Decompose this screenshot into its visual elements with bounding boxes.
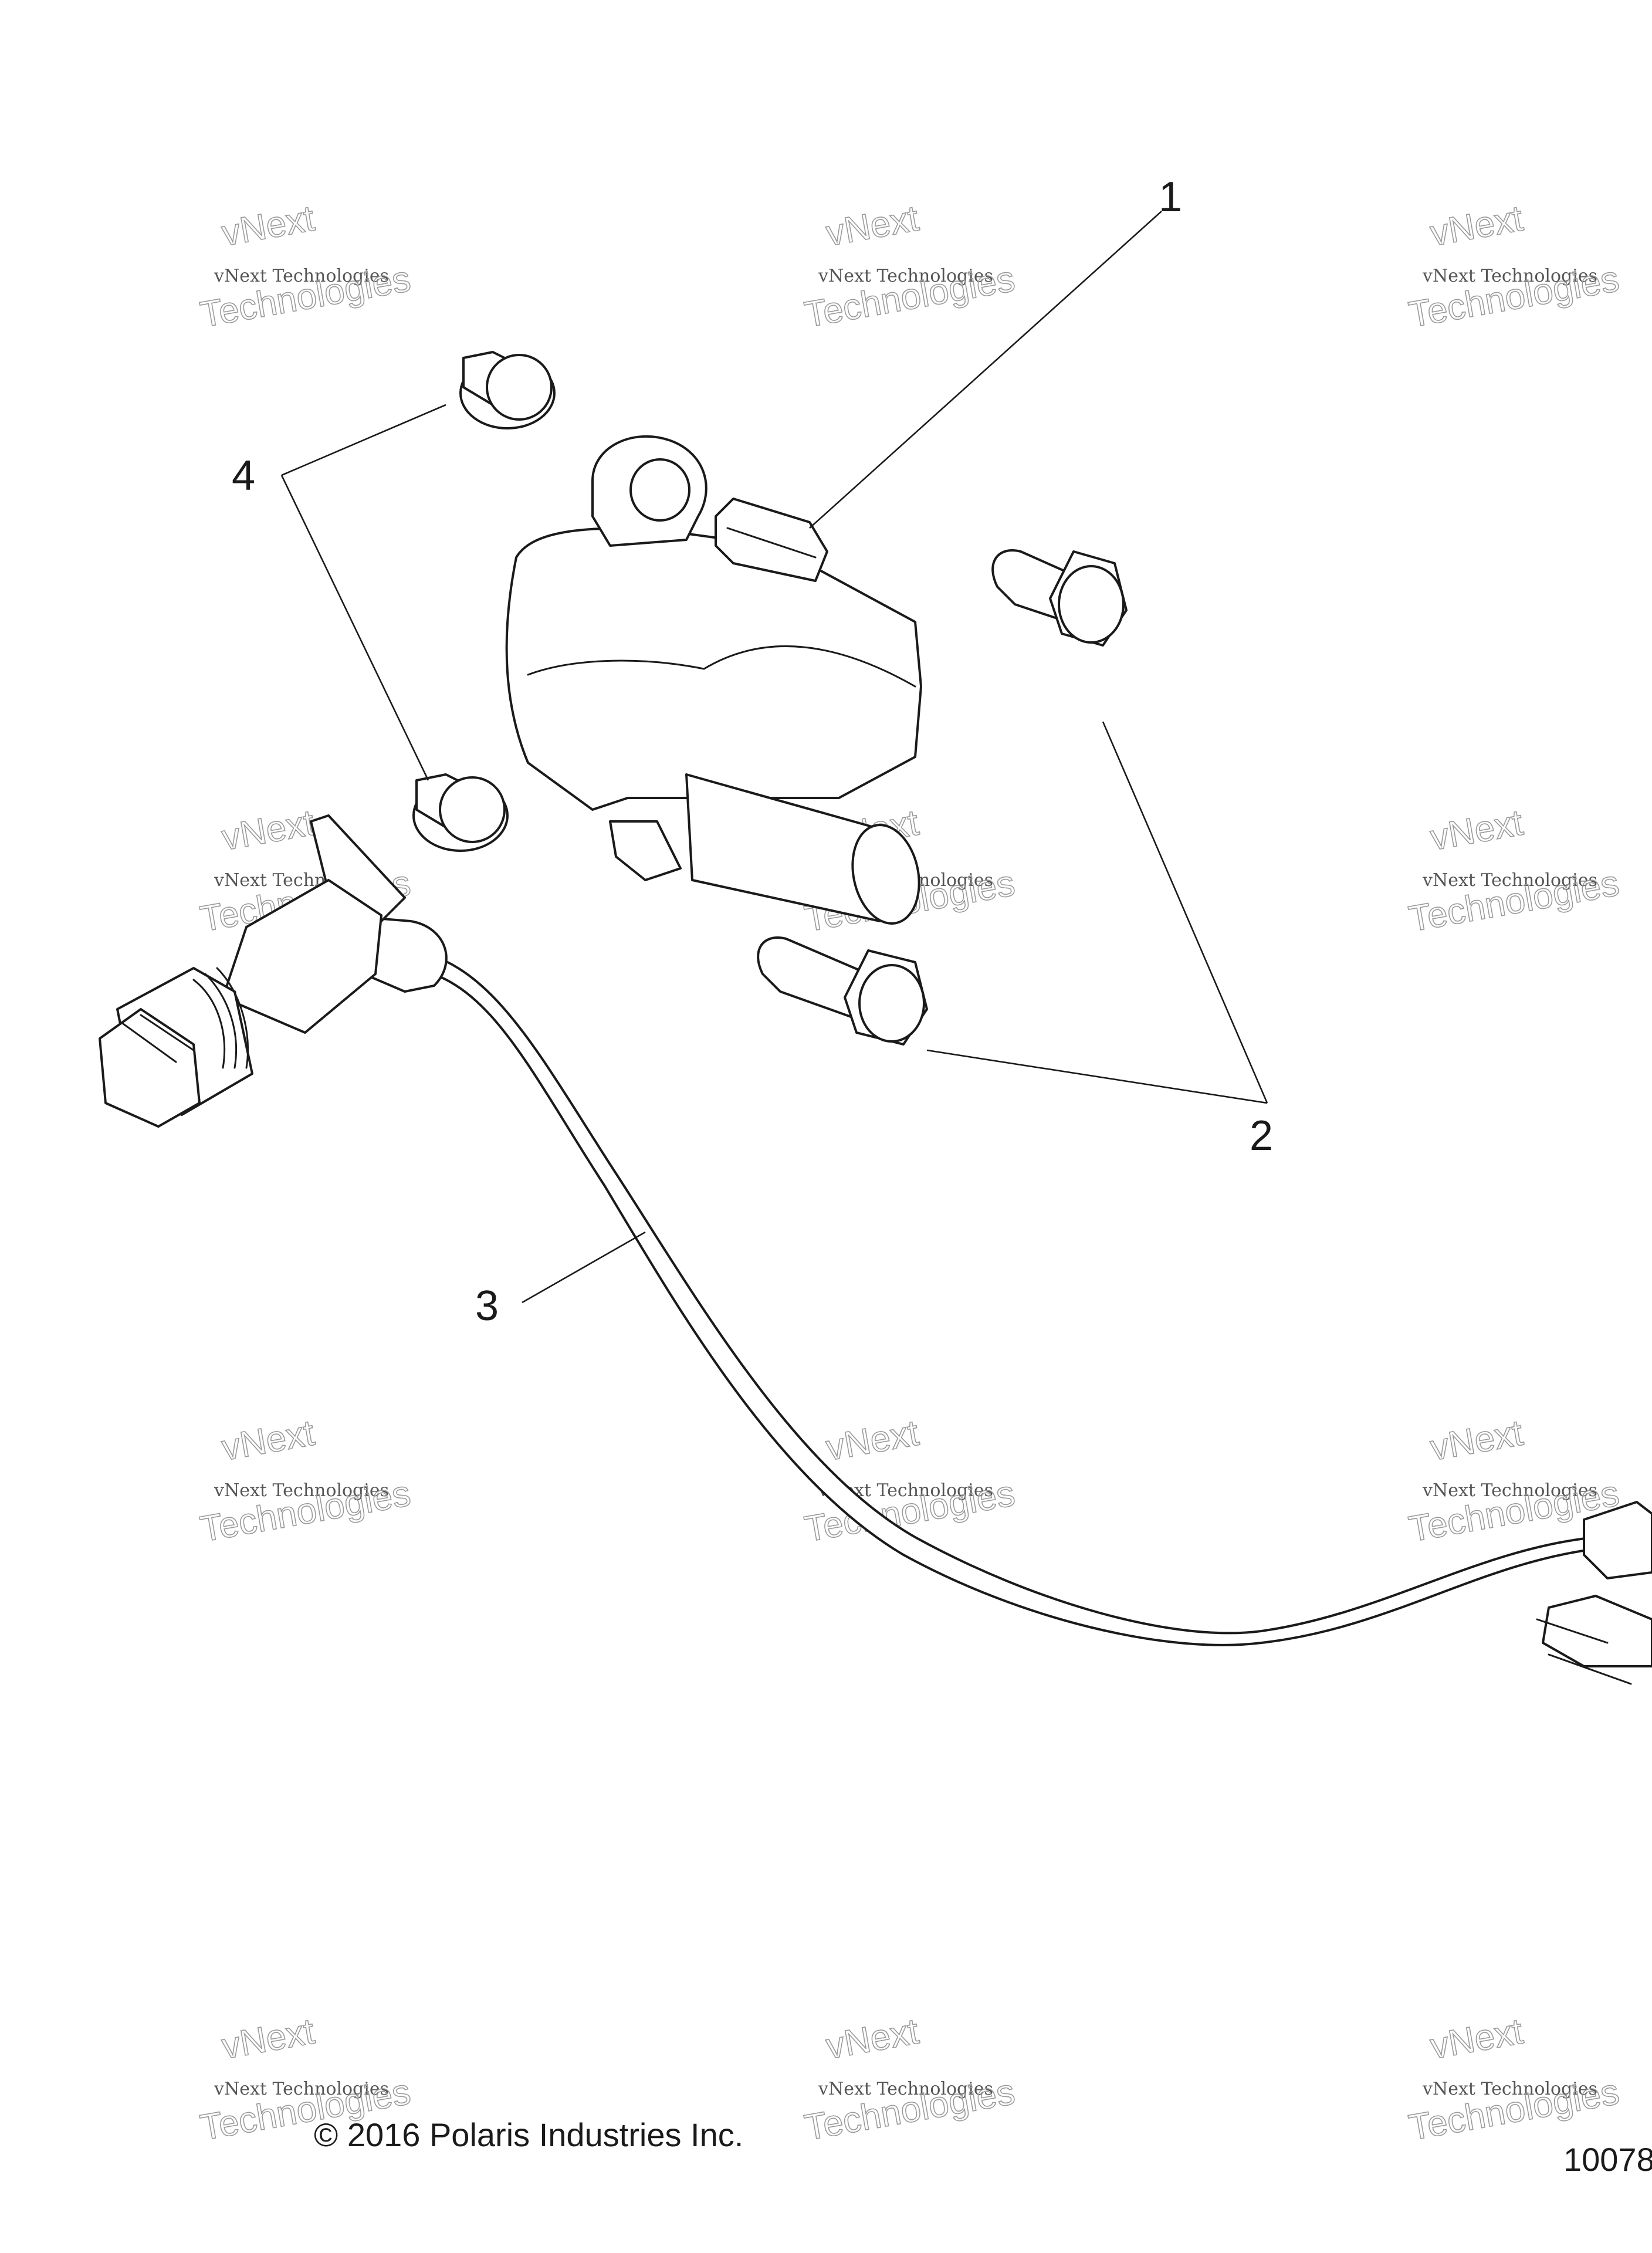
harness-right-connector [1536, 1501, 1652, 1685]
watermark-big-line1: vNext [219, 198, 317, 254]
wire-harness [99, 814, 1652, 1685]
watermark: vNext vNext Technologies Technologies [1406, 198, 1623, 336]
ignition-coil [505, 435, 922, 925]
leader-4b [280, 475, 429, 781]
flange-bolt-lower [757, 936, 928, 1046]
watermark-small: vNext Technologies [1422, 2079, 1597, 2099]
coil-body-line [527, 659, 705, 676]
watermark-small: vNext Technologies [1422, 266, 1597, 286]
flange-nut-bottom [412, 773, 509, 852]
watermark-small: vNext Technologies [1422, 870, 1597, 891]
leader-1 [809, 211, 1162, 529]
coil-hv-tower-end [851, 824, 920, 925]
watermark: vNext vNext Technologies Technologies [197, 198, 414, 336]
watermark-big-line1: vNext [1427, 2011, 1526, 2067]
watermark-small: vNext Technologies [214, 266, 389, 286]
watermark-big-line1: vNext [219, 2011, 317, 2067]
watermark-small: vNext Technologies [1422, 1480, 1597, 1501]
harness-left-connector-body [99, 967, 253, 1128]
callout-3: 3 [475, 1283, 499, 1330]
leader-3 [522, 1231, 646, 1304]
coil-mounting-hole [629, 458, 690, 522]
watermark: vNext vNext Technologies Technologies [801, 198, 1018, 336]
watermark: vNext vNext Technologies Technologies [801, 2011, 1018, 2149]
watermark-big-line1: vNext [219, 803, 317, 858]
leader-lines [280, 211, 1268, 1304]
callout-1: 1 [1159, 174, 1182, 221]
callout-labels: 1 2 3 4 [232, 174, 1273, 1330]
copyright-text: © 2016 Polaris Industries Inc. [314, 2116, 743, 2153]
callout-2: 2 [1250, 1112, 1273, 1159]
watermark-grid: vNext vNext Technologies Technologies vN… [197, 198, 1623, 2149]
leader-2b [926, 1049, 1268, 1104]
flange-bolt-upper [991, 549, 1128, 647]
coil-connector-plug [715, 498, 828, 582]
leader-2a [1102, 721, 1268, 1104]
watermark-small: vNext Technologies [818, 266, 993, 286]
watermark-big-line1: vNext [823, 198, 922, 254]
watermark-small: vNext Technologies [214, 2079, 389, 2099]
watermark-big-line1: vNext [1427, 1413, 1526, 1469]
watermark: vNext vNext Technologies Technologies [197, 1412, 414, 1551]
watermark: vNext vNext Technologies Technologies [1406, 2011, 1623, 2149]
watermark-big-line1: vNext [823, 1413, 922, 1469]
watermark-big-line1: vNext [1427, 198, 1526, 254]
watermark-small: vNext Technologies [818, 2079, 993, 2099]
coil-lower-bracket [609, 820, 682, 881]
watermark-big-line1: vNext [219, 1413, 317, 1469]
callout-4: 4 [232, 452, 255, 499]
watermark: vNext vNext Technologies Technologies [1406, 802, 1623, 941]
leader-4a [281, 404, 446, 476]
coil-body [505, 527, 922, 811]
flange-nut-top [459, 351, 556, 429]
watermark-big-line1: vNext [1427, 803, 1526, 858]
figure-number: 10078 [1563, 2141, 1652, 2178]
watermark-big-line1: vNext [823, 2011, 922, 2067]
watermark-small: vNext Technologies [214, 1480, 389, 1501]
